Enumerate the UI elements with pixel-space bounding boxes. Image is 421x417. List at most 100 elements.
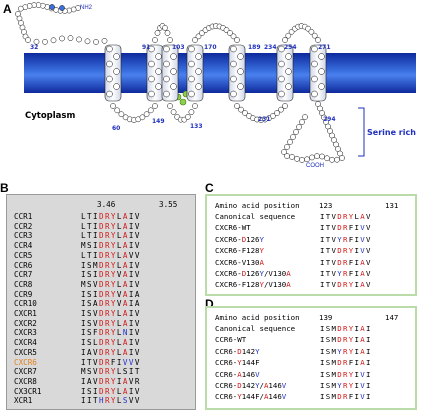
residue: D <box>98 347 105 357</box>
residue: V <box>134 309 141 318</box>
residue: D <box>98 212 105 221</box>
residue-position-label: 231 <box>258 116 271 123</box>
residue: D <box>98 386 105 396</box>
residue-bead <box>237 53 244 60</box>
residue: S <box>86 299 93 309</box>
residue: R <box>104 357 111 367</box>
c-terminus-bead <box>304 156 310 163</box>
panel-c-cxcr6-mutants: Amino acid position 123 131 Canonical se… <box>205 194 417 296</box>
residue: Y <box>348 335 355 345</box>
residue: I <box>320 280 326 290</box>
construct-name: CXCR6-WT <box>215 223 251 232</box>
n-terminus-bead <box>33 38 40 45</box>
construct-name-part: Y <box>237 392 242 402</box>
residue: T <box>325 246 332 256</box>
residue: L <box>116 250 123 260</box>
residue: V <box>92 357 99 367</box>
residue: M <box>331 335 338 345</box>
residue: I <box>354 223 361 233</box>
residue: I <box>128 318 135 328</box>
residue: Y <box>110 270 117 280</box>
construct-name: CXCR6-D126Y/V130A <box>215 269 291 278</box>
residue: S <box>122 396 129 406</box>
residue: I <box>354 269 361 278</box>
receptor-name: CCR6 <box>14 260 33 270</box>
residue: R <box>104 309 111 318</box>
receptor-name: CXCR1 <box>14 309 37 318</box>
residue: I <box>81 328 87 338</box>
residue: I <box>320 381 326 390</box>
residue: V <box>360 392 366 402</box>
residue: M <box>331 369 338 379</box>
construct-name-part: A <box>237 369 242 379</box>
construct-name-part: CXCR6- <box>215 234 242 244</box>
n-terminus-bead <box>42 38 48 45</box>
residue: R <box>104 231 111 241</box>
receptor-sequence: ISMDRYLAIV <box>81 261 141 270</box>
extracellular-loop-bead <box>154 30 161 36</box>
residue: I <box>320 246 326 256</box>
residue: I <box>354 280 361 290</box>
residue: D <box>98 299 105 309</box>
residue: Y <box>348 346 355 356</box>
construct-name-part: F <box>255 392 260 402</box>
residue: Y <box>337 269 343 278</box>
extracellular-loop-bead <box>227 30 233 36</box>
construct-name-part: Canonical sequence <box>215 212 296 221</box>
residue: A <box>360 257 366 267</box>
construct-name-part: CCR6- <box>215 392 238 402</box>
residue: R <box>343 280 349 290</box>
residue: S <box>86 367 93 377</box>
residue: Y <box>110 328 117 338</box>
residue-bead <box>285 68 292 75</box>
residue: M <box>92 260 99 270</box>
receptor-name: CCR7 <box>14 270 33 280</box>
residue: R <box>134 376 141 386</box>
residue: I <box>81 260 87 270</box>
residue-bead <box>155 83 162 90</box>
residue: I <box>366 324 372 333</box>
construct-name-part: D <box>241 269 247 278</box>
construct-name-part: Y <box>237 358 242 368</box>
receptor-sequence: ISIDRYLAIV <box>81 387 141 396</box>
construct-sequence: ITVDRYIAV <box>320 280 372 289</box>
position-3-55-label: 3.55 <box>159 200 178 209</box>
residue: L <box>116 212 123 221</box>
construct-name-part: A <box>259 257 264 267</box>
residue: A <box>122 386 129 396</box>
construct-name: CCR6-A146V <box>215 370 260 379</box>
residue: I <box>92 221 99 231</box>
residue-position-label: 254 <box>284 44 297 51</box>
residue: V <box>134 221 141 231</box>
receptor-name: CCR9 <box>14 289 33 299</box>
n-terminus-bead <box>93 39 99 45</box>
residue-bead <box>278 60 285 68</box>
receptor-name: CCR1 <box>14 212 33 221</box>
residue: R <box>343 346 349 356</box>
residue-bead <box>237 83 244 90</box>
residue-position-label: 133 <box>190 123 203 130</box>
residue: Y <box>110 279 117 289</box>
residue: I <box>366 381 372 390</box>
residue: V <box>134 347 141 357</box>
residue: A <box>122 299 129 309</box>
receptor-sequence: ISFDRYLNIV <box>81 328 141 337</box>
residue: R <box>104 270 111 280</box>
construct-name-part: CCR6- <box>215 358 238 368</box>
c-terminus-bead <box>289 154 295 160</box>
residue: M <box>81 367 87 377</box>
residue-position-label: 234 <box>264 44 277 51</box>
residue: Y <box>110 221 117 231</box>
residue-bead <box>195 83 202 90</box>
residue: M <box>81 279 87 289</box>
residue: L <box>92 338 99 348</box>
residue: L <box>116 347 123 357</box>
receptor-sequence: LTIDRYLAIV <box>81 222 141 231</box>
residue: Y <box>110 212 117 221</box>
residue-bead <box>195 68 202 75</box>
receptor-sequence: ITVDRFIVVV <box>81 358 141 367</box>
residue: I <box>366 335 372 345</box>
construct-name: CXCR6-F128Y <box>215 246 264 255</box>
intracellular-loop-bead <box>188 109 195 115</box>
residue: I <box>320 369 326 379</box>
